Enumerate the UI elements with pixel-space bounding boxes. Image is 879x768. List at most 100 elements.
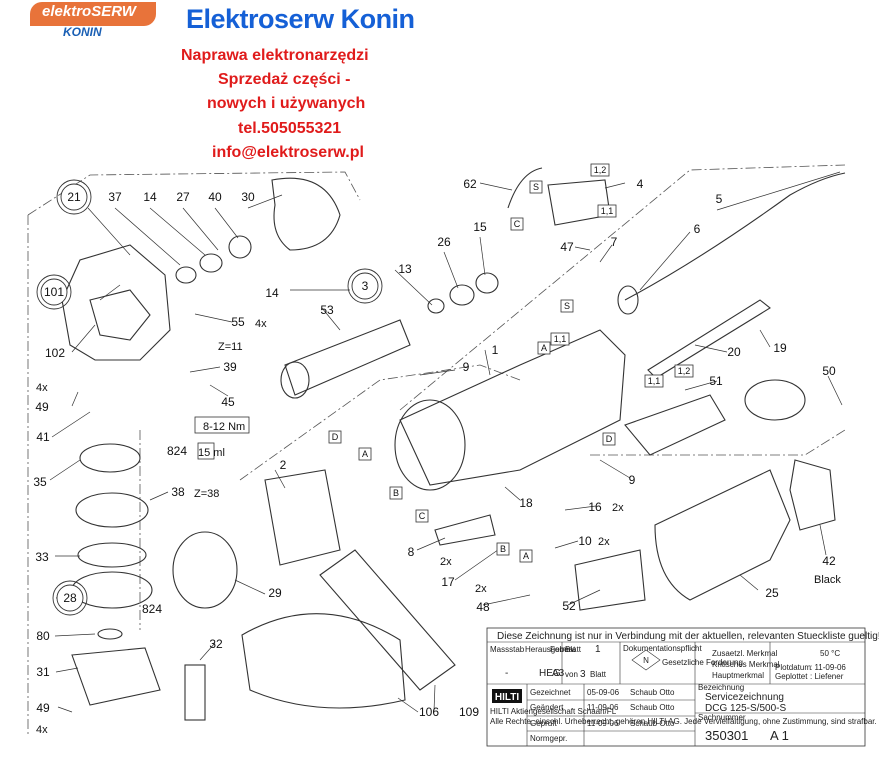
switch-rod-shape bbox=[647, 299, 771, 379]
insulating-plate-shape bbox=[434, 514, 496, 546]
qty-17: 2x bbox=[440, 556, 452, 568]
diagram-label: D bbox=[332, 432, 339, 442]
doc-symbol bbox=[631, 649, 661, 671]
assembly-frames bbox=[27, 164, 846, 735]
logo-text: elektroSERW bbox=[42, 3, 136, 20]
washer-80-shape bbox=[97, 628, 123, 640]
diagram-label: Zusaetzl. Merkmal bbox=[712, 649, 778, 658]
color-note-42: Black bbox=[814, 574, 841, 586]
rear-cover-shape bbox=[654, 469, 791, 601]
diagram-label: : 11-09-06 bbox=[810, 663, 846, 672]
tb-part-number: 350301 bbox=[705, 728, 748, 743]
tb-description-1: Servicezeichnung bbox=[705, 692, 784, 703]
sales-line: Sprzedaż części - bbox=[218, 71, 351, 88]
callout-32: 32 bbox=[209, 637, 223, 651]
diagram-label: S bbox=[564, 301, 570, 311]
diagram-label: 1,1 bbox=[554, 334, 567, 344]
diagram-label: Plotdatum bbox=[775, 663, 811, 672]
qty-55: 4x bbox=[255, 318, 267, 330]
motor-housing-front bbox=[394, 399, 466, 491]
hilti-logo-text: HILTI bbox=[495, 692, 519, 703]
diagram-label: 05-09-06 bbox=[587, 688, 620, 697]
callout-1: 1 bbox=[492, 343, 499, 357]
torque-value: 8-12 Nm bbox=[203, 421, 245, 433]
callout-33: 33 bbox=[35, 550, 49, 564]
callout-55: 55 bbox=[231, 315, 245, 329]
title-block: HILTI Diese Zeichnung ist nur in Verbind… bbox=[486, 627, 879, 747]
diagram-label: Geprüft bbox=[530, 719, 557, 728]
phone-line: tel.505055321 bbox=[238, 120, 342, 137]
qty-49-top: 4x bbox=[36, 382, 48, 394]
callout-48: 48 bbox=[476, 600, 490, 614]
diagram-label: - bbox=[505, 668, 508, 679]
callout-7: 7 bbox=[611, 235, 618, 249]
diagram-label: HEG bbox=[539, 668, 561, 679]
guard-29-shape bbox=[172, 531, 238, 609]
annotation-texts: 4x 4x 4x Z=11 Z=38 8-12 Nm 15 ml 2x 2x 2… bbox=[36, 318, 841, 736]
tag-labels: S C 1,2 1,1 S 1,1 A 1,2 1,1 D A B C D B … bbox=[332, 165, 691, 561]
callout-26: 26 bbox=[437, 235, 451, 249]
diagram-label: Blatt bbox=[565, 645, 582, 654]
logo-subtext: KONIN bbox=[63, 25, 102, 39]
callout-35: 35 bbox=[33, 475, 47, 489]
brush-holder-shape bbox=[547, 179, 611, 226]
diagram-label: Normgepr. bbox=[530, 734, 567, 743]
cable-sleeve-shape bbox=[617, 285, 639, 315]
callout-41: 41 bbox=[36, 430, 50, 444]
qty-10: 2x bbox=[598, 536, 610, 548]
callout-31: 31 bbox=[36, 665, 50, 679]
callout-62: 62 bbox=[463, 177, 477, 191]
callout-25: 25 bbox=[765, 586, 779, 600]
teeth-z38: Z=38 bbox=[194, 488, 219, 500]
detail-circle-shape bbox=[744, 379, 806, 421]
callout-8: 8 bbox=[408, 545, 415, 559]
callout-19: 19 bbox=[773, 341, 787, 355]
diagram-label: 1,1 bbox=[648, 376, 661, 386]
diagram-label: B bbox=[500, 544, 506, 554]
gear-housing-shape bbox=[61, 244, 171, 361]
diagram-label: von bbox=[565, 670, 578, 679]
callout-80: 80 bbox=[36, 629, 50, 643]
callout-15: 15 bbox=[473, 220, 487, 234]
callout-17: 17 bbox=[441, 575, 455, 589]
o-ring-33-shape bbox=[77, 542, 147, 568]
callout-52: 52 bbox=[562, 599, 576, 613]
qty-16: 2x bbox=[612, 502, 624, 514]
callout-labels: 21 37 14 27 40 30 62 4 5 101 102 14 3 13… bbox=[33, 177, 836, 719]
bearing-26-shape bbox=[449, 284, 475, 306]
diagram-label: Alle Rechte, einschl. Urheberrecht, gehö… bbox=[490, 717, 877, 726]
bearing-27-shape bbox=[199, 253, 223, 273]
diagram-label: Herausgeber bbox=[525, 645, 572, 654]
callout-3: 3 bbox=[362, 279, 369, 293]
diagram-label: Geplottet bbox=[775, 672, 808, 681]
callout-109: 109 bbox=[459, 705, 479, 719]
diagram-label: D bbox=[606, 434, 613, 444]
callout-30: 30 bbox=[241, 190, 255, 204]
gasket-35-shape bbox=[79, 443, 141, 473]
diagram-label: A bbox=[362, 449, 368, 459]
callout-2: 2 bbox=[280, 458, 287, 472]
diagram-label: Gezeichnet bbox=[530, 688, 571, 697]
email-line: info@elektroserw.pl bbox=[212, 144, 364, 161]
diagram-label: Sachnummer bbox=[698, 713, 746, 722]
page-title: Elektroserw Konin bbox=[186, 4, 415, 34]
callout-824-low: 824 bbox=[142, 602, 162, 616]
tb-banner: Diese Zeichnung ist nur in Verbindung mi… bbox=[497, 631, 879, 642]
callout-6: 6 bbox=[694, 222, 701, 236]
callout-18: 18 bbox=[519, 496, 533, 510]
callout-45: 45 bbox=[221, 395, 235, 409]
callout-42: 42 bbox=[822, 554, 836, 568]
callout-106: 106 bbox=[419, 705, 439, 719]
callout-47: 47 bbox=[560, 240, 574, 254]
teeth-z11: Z=11 bbox=[218, 341, 243, 353]
diagram-label: Schaub Otto bbox=[630, 703, 675, 712]
bearing-15-shape bbox=[475, 272, 499, 294]
callout-9-top: 9 bbox=[463, 360, 470, 374]
callout-28: 28 bbox=[63, 591, 77, 605]
callout-37: 37 bbox=[108, 190, 122, 204]
callout-21: 21 bbox=[67, 190, 81, 204]
label-plate-shape bbox=[574, 549, 646, 611]
callout-102: 102 bbox=[45, 346, 65, 360]
diagram-label: C bbox=[514, 219, 521, 229]
